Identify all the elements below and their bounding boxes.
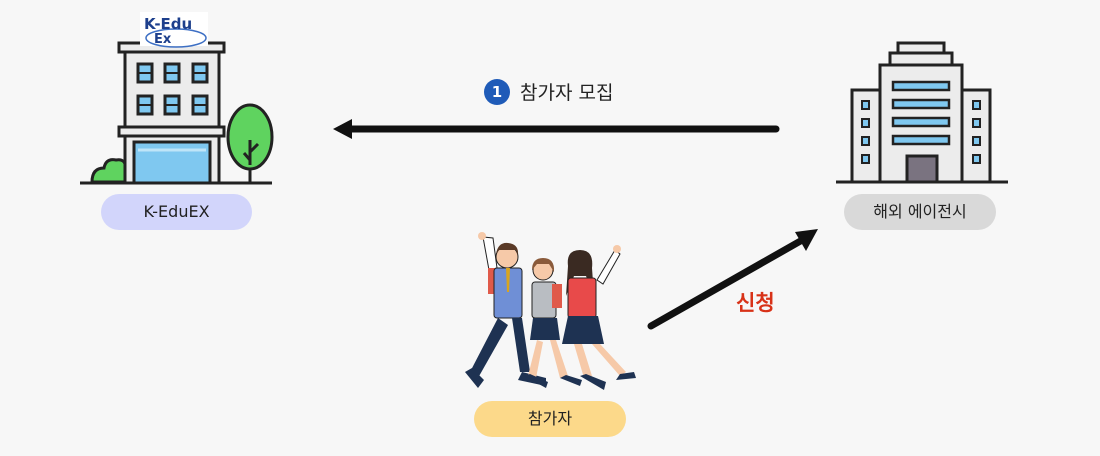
keduex-logo: K-Edu Ex xyxy=(144,15,193,47)
keduex-building-icon xyxy=(80,12,274,185)
recruit-label: 참가자 모집 xyxy=(520,82,614,104)
apply-label: 신청 xyxy=(736,291,775,315)
recruit-arrow xyxy=(333,119,780,139)
apply-arrow xyxy=(647,229,818,330)
students-illustration xyxy=(465,232,636,390)
keduex-label: K-EduEX xyxy=(101,194,252,230)
keduex-logo-line1: K-Edu xyxy=(144,15,193,33)
participant-label: 참가자 xyxy=(474,401,626,437)
recruit-step-label: 1 참가자 모집 xyxy=(484,78,613,105)
keduex-logo-line2: Ex xyxy=(154,32,172,47)
agency-label: 해외 에이전시 xyxy=(844,194,996,230)
step-number-badge: 1 xyxy=(484,78,510,105)
agency-building-icon xyxy=(836,41,1008,184)
